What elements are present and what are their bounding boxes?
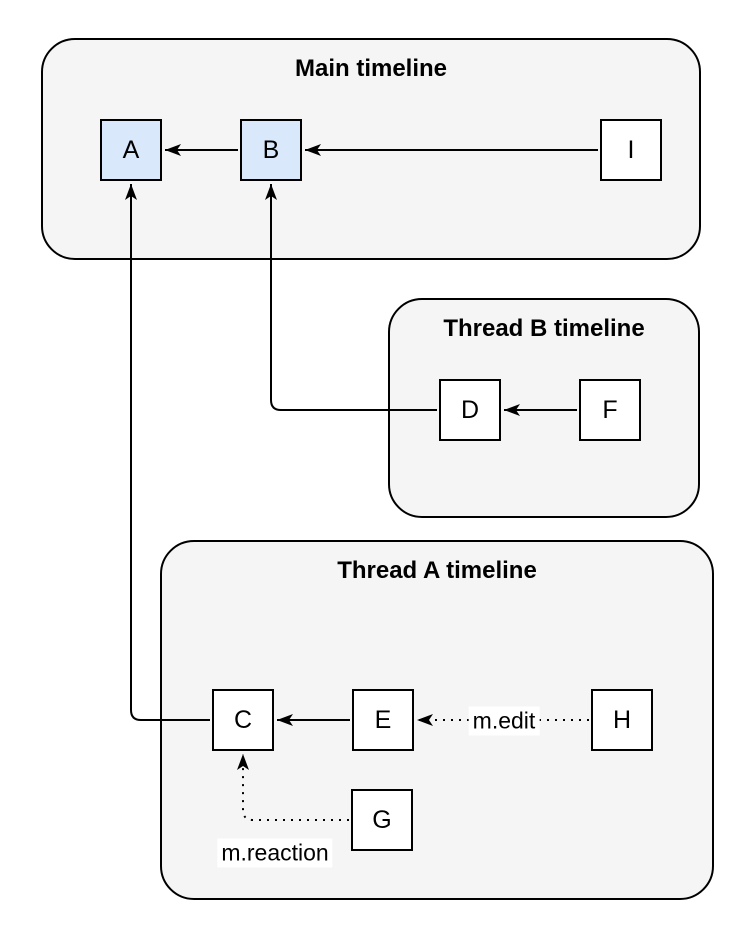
node-label: A xyxy=(122,135,140,164)
node-label: H xyxy=(612,705,632,734)
node-label: I xyxy=(627,135,635,164)
container-thread-b-timeline: Thread B timeline xyxy=(388,298,700,518)
node-h: H xyxy=(591,689,653,751)
node-e: E xyxy=(352,689,414,751)
node-g: G xyxy=(351,789,413,851)
node-a: A xyxy=(100,119,162,181)
main-timeline-title: Main timeline xyxy=(294,55,448,82)
node-label: C xyxy=(233,705,253,734)
edge-label-m-reaction: m.reaction xyxy=(217,838,333,868)
node-c: C xyxy=(212,689,274,751)
node-label: G xyxy=(372,805,392,834)
node-i: I xyxy=(600,119,662,181)
node-label: D xyxy=(460,395,480,424)
edge-label-m-edit: m.edit xyxy=(468,706,540,736)
node-b: B xyxy=(240,119,302,181)
node-d: D xyxy=(439,379,501,441)
thread-a-timeline-title: Thread A timeline xyxy=(337,557,537,584)
node-label: F xyxy=(602,395,618,424)
thread-b-timeline-title: Thread B timeline xyxy=(443,315,645,342)
node-label: E xyxy=(374,705,392,734)
node-f: F xyxy=(579,379,641,441)
node-label: B xyxy=(262,135,280,164)
